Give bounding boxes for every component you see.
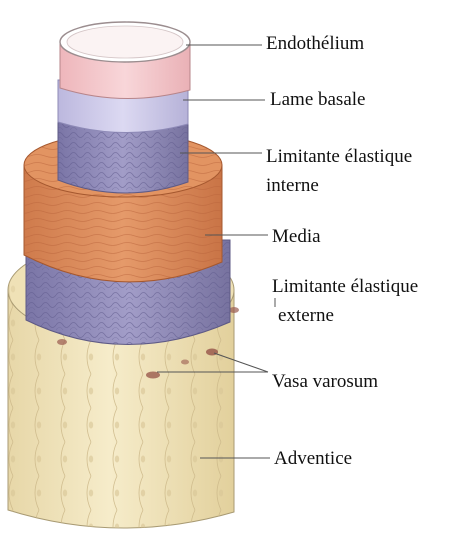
endothelium-layer xyxy=(60,22,190,99)
label-endothelium: Endothélium xyxy=(266,33,364,55)
label-media: Media xyxy=(272,226,321,248)
label-adventice: Adventice xyxy=(274,448,352,470)
label-limitante-interne-line1: Limitante élastique xyxy=(266,146,412,168)
label-limitante-interne-line2: interne xyxy=(266,175,319,197)
label-lame-basale: Lame basale xyxy=(270,89,365,111)
label-limitante-externe-line2: externe xyxy=(278,305,334,327)
label-vasa-varosum: Vasa varosum xyxy=(272,371,378,393)
label-limitante-externe-line1: Limitante élastique xyxy=(272,276,418,298)
